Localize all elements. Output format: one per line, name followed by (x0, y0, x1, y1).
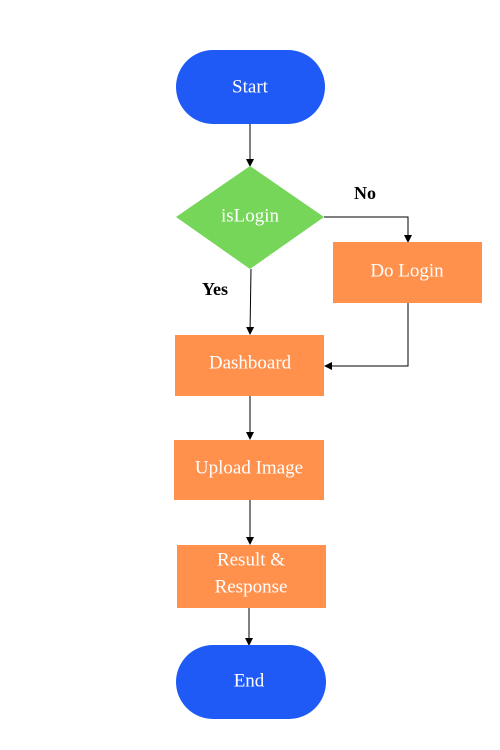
upload-image-node: Upload Image (174, 440, 324, 500)
edge-islogin-to-dologin (324, 216, 412, 243)
result-response-node: Result & Response (177, 545, 326, 608)
dashboard-label: Dashboard (209, 353, 292, 374)
do-login-shape (333, 242, 482, 303)
do-login-node: Do Login (333, 242, 482, 303)
no-edge-label: No (354, 183, 376, 203)
start-shape (176, 50, 325, 124)
end-node: End (176, 645, 326, 719)
dashboard-shape (175, 335, 324, 396)
start-node: Start (176, 50, 325, 124)
upload-image-label: Upload Image (195, 458, 303, 479)
yes-edge-label: Yes (202, 279, 228, 299)
islogin-label: isLogin (221, 206, 280, 227)
edge-dologin-to-dashboard (324, 303, 409, 370)
start-label: Start (232, 77, 269, 98)
result-response-label-line1: Result & (217, 550, 285, 571)
end-shape (176, 645, 326, 719)
islogin-decision-node: isLogin (176, 166, 324, 269)
islogin-shape (176, 166, 324, 269)
dashboard-node: Dashboard (175, 335, 324, 396)
edge-islogin-to-dashboard (246, 268, 255, 335)
do-login-label: Do Login (370, 261, 444, 282)
end-label: End (234, 671, 265, 692)
upload-image-shape (174, 440, 324, 500)
result-response-label-line2: Response (215, 577, 288, 598)
result-response-shape (177, 545, 326, 608)
